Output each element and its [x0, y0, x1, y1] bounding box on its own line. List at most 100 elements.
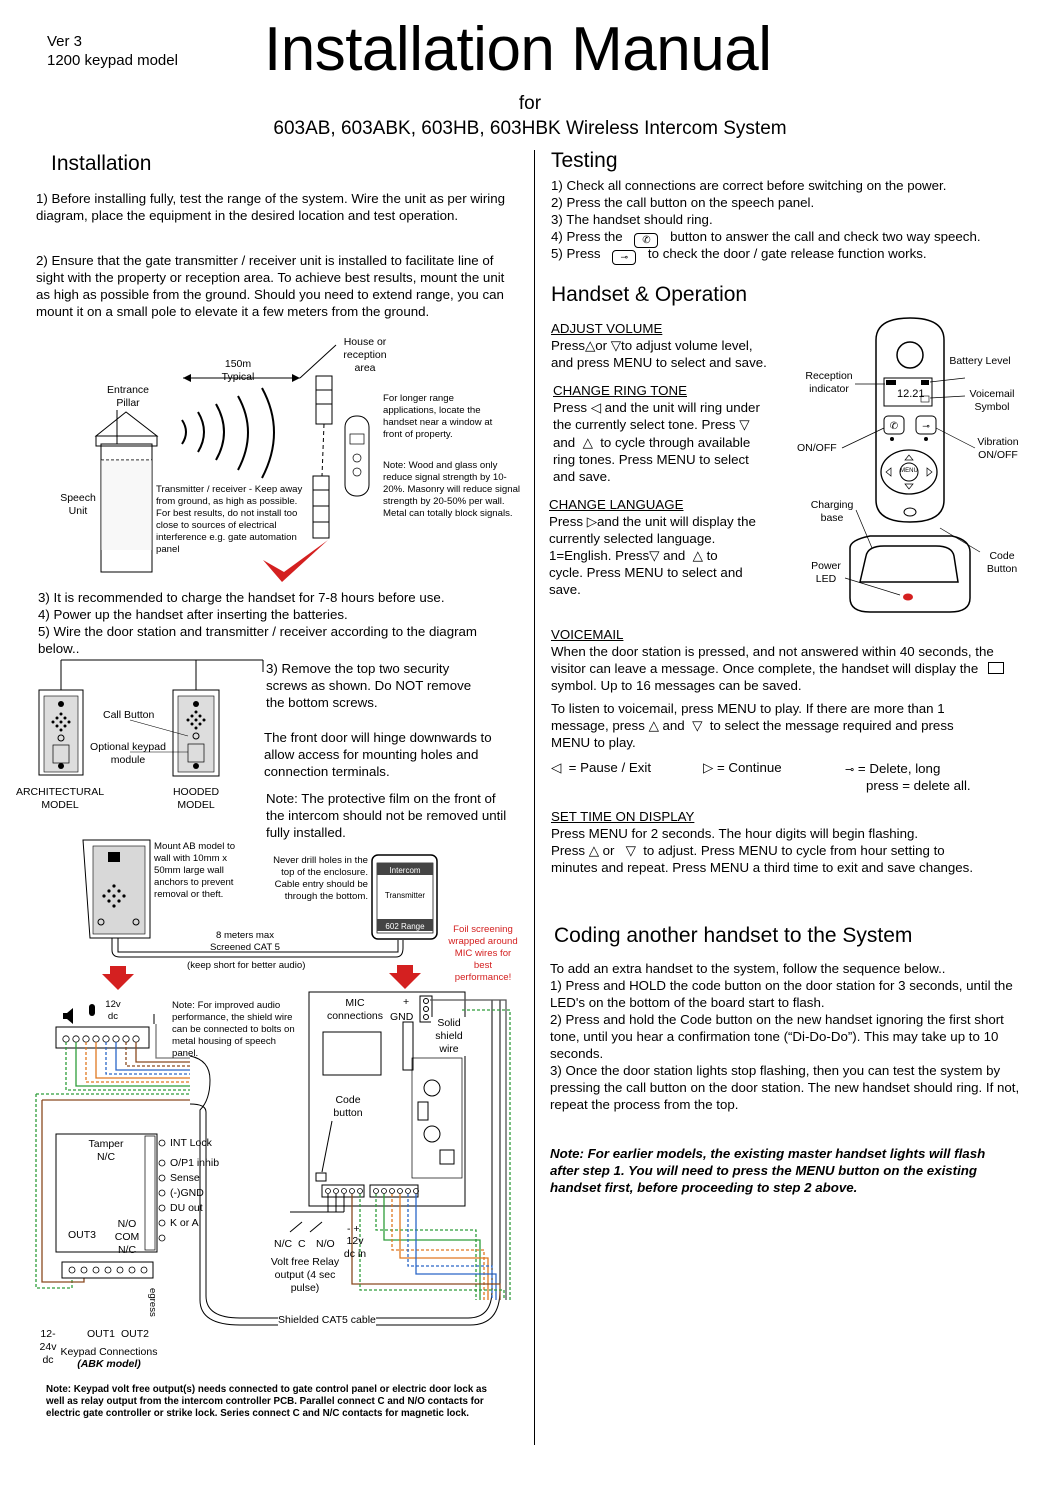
installation-step-3: 3) It is recommended to charge the hands… [38, 590, 445, 605]
gnd2-label: (-)GND [170, 1187, 204, 1199]
power-led-label: Power LED [811, 560, 841, 585]
keep-short-label: (keep short for better audio) [187, 960, 306, 971]
solid-shield-label: Solid shield wire [431, 1017, 467, 1056]
architectural-model-label: ARCHITECTURAL MODEL [15, 786, 105, 811]
installation-step-5: 5) Wire the door station and transmitter… [38, 624, 477, 656]
dc-in-label: 12v dc in [343, 1235, 367, 1260]
relay-nc-label: N/C [274, 1238, 293, 1250]
ring-tone-line-4: ring tones. Press MENU to select [553, 452, 749, 467]
reception-indicator-label: Reception indicator [805, 370, 853, 395]
installation-step-2: 2) Ensure that the gate transmitter / re… [36, 253, 505, 319]
out1-label: OUT1 [87, 1328, 116, 1340]
out2-label: OUT2 [121, 1328, 150, 1340]
svg-text:✆: ✆ [890, 421, 898, 432]
ring-tone-line-1: Press ◁ and the unit will ring under [553, 400, 760, 415]
change-language-line-1: Press ▷and the unit will display the [549, 514, 756, 529]
for-label: for [518, 93, 542, 114]
coding-step-3: 3) Once the door station lights stop fla… [550, 1063, 1020, 1112]
change-language-title: CHANGE LANGUAGE [549, 497, 684, 512]
handset-diagram: ✆ ⊸ [841, 317, 981, 613]
continue-legend: ▷ = Continue [703, 760, 782, 775]
front-door-text: The front door will hinge downwards to a… [264, 730, 492, 780]
up-arrow-icon: △ [692, 548, 703, 563]
plus-label: + [403, 996, 410, 1008]
handset-heading: Handset & Operation [551, 283, 748, 306]
change-language-line-2: currently selected language. [549, 531, 716, 546]
dc-polarity-label: - + [347, 1223, 360, 1235]
battery-level-label: Battery Level [949, 355, 1011, 367]
down-arrow-icon: ▽ [649, 548, 660, 563]
gnd-label: GND [390, 1011, 414, 1023]
range-602-label: 602 Range [385, 922, 425, 931]
int-lock-label: INT Lock [170, 1137, 212, 1149]
foil-note: Foil screening wrapped around MIC wires … [448, 924, 518, 983]
coding-step-2: 2) Press and hold the Code button on the… [550, 1012, 1004, 1061]
set-time-line-3: minutes and repeat. Press MENU a third t… [551, 860, 974, 875]
keypad-module-label: Optional keypad module [90, 741, 166, 766]
coding-step-1: 1) Press and HOLD the code button on the… [550, 978, 1013, 1010]
volt-free-label: Volt free Relay output (4 sec pulse) [270, 1256, 340, 1294]
door-station-models [38, 659, 264, 777]
column-divider [534, 150, 535, 1445]
menu-button-label: MENU [900, 468, 918, 474]
k-or-a-label: K or A [170, 1217, 199, 1229]
egress-label: egress [147, 1288, 158, 1317]
hooded-model-label: HOODED MODEL [172, 786, 220, 811]
house-label: House or reception area [343, 336, 387, 374]
longer-range-note: For longer range applications, locate th… [383, 393, 493, 440]
remove-screws-text: 3) Remove the top two security screws as… [266, 661, 472, 711]
coding-intro: To add an extra handset to the system, f… [550, 961, 946, 976]
onoff-label: ON/OFF [797, 442, 837, 454]
up-arrow-icon: △ [648, 718, 659, 733]
right-arrow-icon: ▷ [586, 514, 597, 529]
installation-heading: Installation [51, 152, 152, 175]
charging-base-label: Charging base [810, 499, 854, 524]
phone-icon: ✆ [634, 233, 659, 248]
up-arrow-icon: △ [585, 338, 596, 353]
ring-tone-line-2: the currently select tone. Press ▽ [553, 417, 750, 432]
relay-c-label: C [298, 1238, 306, 1250]
change-language-line-4: cycle. Press MENU to select and [549, 565, 743, 580]
shielded-cable-label: Shielded CAT5 cable [278, 1314, 376, 1327]
code-button-label: Code button [333, 1094, 363, 1119]
set-time-line-1: Press MENU for 2 seconds. The hour digit… [551, 826, 919, 841]
installation-step-4: 4) Power up the handset after inserting … [38, 607, 348, 622]
testing-step-4: 4) Press the ✆ button to answer the call… [551, 229, 981, 248]
pause-exit-legend: ◁ = Pause / Exit [551, 760, 652, 775]
set-time-title: SET TIME ON DISPLAY [551, 809, 695, 824]
signal-strength-note: Note: Wood and glass only reduce signal … [383, 460, 521, 519]
version-label: Ver 3 1200 keypad model [47, 33, 178, 69]
vibration-label: Vibration ON/OFF [977, 436, 1019, 461]
ring-tone-title: CHANGE RING TONE [553, 383, 687, 398]
relay-no-label: N/O [316, 1238, 335, 1250]
abk-model-label: (ABK model) [77, 1358, 141, 1370]
delete-legend-2: press = delete all. [866, 778, 971, 793]
change-language-line-3: 1=English. Press▽ and △ to [549, 548, 718, 563]
ring-tone-line-3: and △ to cycle through available [553, 435, 751, 450]
up-arrow-icon: △ [582, 435, 593, 450]
drill-note: Never drill holes in the top of the encl… [273, 855, 368, 902]
adjust-volume-title: ADJUST VOLUME [551, 321, 663, 336]
left-arrow-icon: ◁ [551, 760, 562, 775]
testing-step-3: 3) The handset should ring. [551, 212, 713, 227]
adjust-volume-line-2: and press MENU to select and save. [551, 355, 767, 370]
testing-heading: Testing [551, 149, 618, 172]
wiring-diagram [35, 991, 511, 1326]
du-out-label: DU out [170, 1202, 203, 1214]
down-arrow-icon: ▽ [692, 718, 703, 733]
key-icon: ⊸ [612, 250, 637, 265]
down-arrow-icon: ▽ [610, 338, 621, 353]
voicemail-title: VOICEMAIL [551, 627, 624, 642]
installation-step-1: 1) Before installing fully, test the ran… [36, 191, 506, 223]
left-arrow-icon: ◁ [590, 400, 601, 415]
page-subtitle: 603AB, 603ABK, 603HB, 603HBK Wireless In… [273, 118, 787, 139]
intercom-label: Intercom [389, 866, 421, 875]
v1224-label: 12-24v dc [39, 1328, 57, 1366]
key-icon: ⊸ [845, 764, 855, 776]
